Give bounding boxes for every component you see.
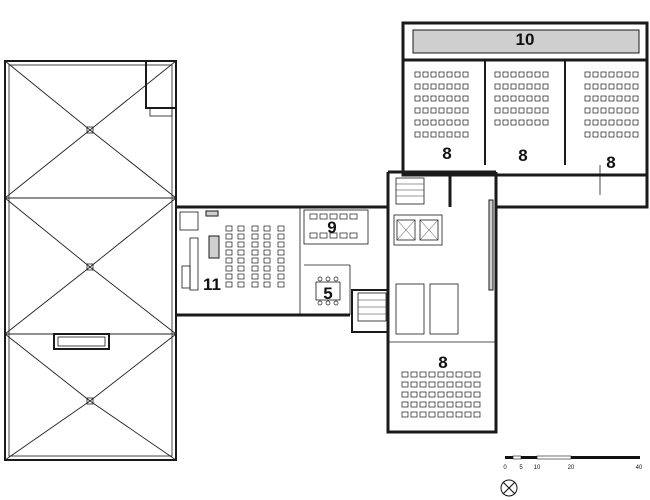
room-11-label: 11 (203, 275, 221, 294)
scale-tick-5: 5 (519, 465, 523, 471)
room-5-table (315, 276, 341, 306)
roof-building (4, 60, 177, 461)
east-corridor (488, 199, 498, 330)
room-8b-label: 8 (518, 146, 527, 165)
north-wing (401, 21, 649, 209)
room-5-label: 5 (323, 284, 332, 303)
south-wing (386, 270, 498, 434)
room-8c-label: 8 (606, 153, 615, 172)
scale-tick-20: 20 (568, 465, 575, 471)
room-8a-label: 8 (442, 144, 451, 163)
room-8d-label: 8 (438, 353, 447, 372)
room-9-label: 9 (327, 218, 336, 237)
scale-tick-40: 40 (636, 465, 643, 471)
north-arrow-icon (500, 479, 518, 497)
scale-tick-0: 0 (503, 465, 507, 471)
room-10-label: 10 (516, 30, 535, 49)
scale-tick-10: 10 (534, 465, 541, 471)
room-11-seating (225, 225, 285, 288)
north-seating (414, 71, 639, 138)
scale-bar: 0 5 10 20 40 (503, 455, 643, 471)
room-9-tables (303, 209, 369, 245)
connector-wing (176, 205, 388, 317)
